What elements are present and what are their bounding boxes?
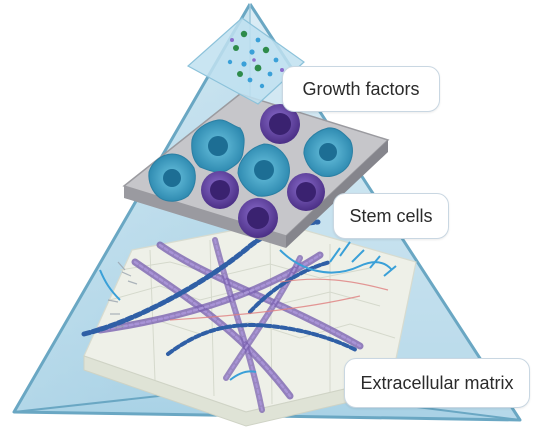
stem-cell-plate [122, 93, 390, 248]
ecm-scaffold [81, 219, 417, 427]
stem-cells-teal [148, 119, 353, 202]
extracellular-matrix-label: Extracellular matrix [344, 358, 530, 408]
growth-factors-label: Growth factors [282, 66, 440, 112]
growth-factor-panel [186, 17, 305, 105]
stem-cells-label: Stem cells [333, 193, 449, 239]
growth-factor-dots [227, 30, 284, 89]
collagen-fibers [96, 237, 364, 413]
stem-cells-purple [201, 104, 325, 238]
fibronectin-fibers [99, 241, 397, 381]
